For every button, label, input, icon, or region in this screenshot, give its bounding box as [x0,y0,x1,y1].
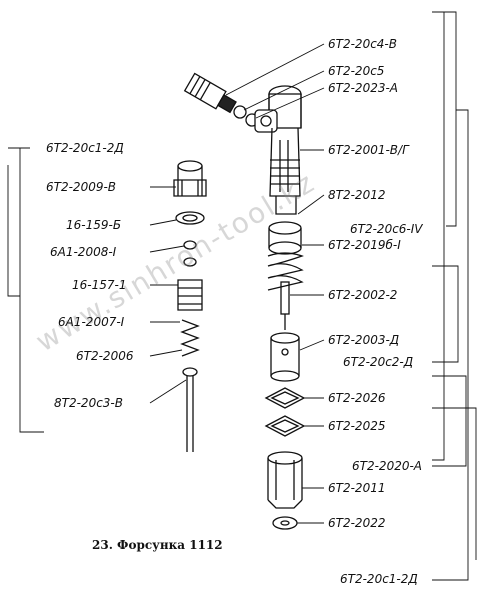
washer-part [182,214,198,222]
part-label: 6Т2-2019б-I [328,238,401,252]
filter-part [177,279,203,311]
figure-caption: 23. Форсунка 1112 [92,538,223,552]
part-label: 6Т2-2002-2 [328,288,398,302]
needle-part [280,281,290,330]
part-label: 6А1-2008-I [50,245,117,259]
part-label: 6Т2-20с5 [328,64,385,78]
nozzle-nut-part [267,451,303,509]
part-label: 6Т2-2003-Д [328,333,400,347]
part-label: 8Т2-20с3-В [54,396,123,410]
ring-part [183,240,197,250]
injector-body-part [254,85,302,215]
union-screw-part [183,72,237,114]
part-label: 6Т2-2022 [328,516,386,530]
part-label: 16-157-1 [72,278,127,292]
part-label: 6Т2-2006 [76,349,134,363]
part-label: 6Т2-2026 [328,391,386,405]
part-label: 6Т2-2025 [328,419,386,433]
small-spring-part [180,319,200,357]
part-label: 6Т2-2009-В [46,180,117,194]
ring-part [183,257,197,267]
part-label: 6Т2-2001-В/Г [328,143,409,157]
part-label: 8Т2-2012 [328,188,386,202]
part-label: 6А1-2007-I [58,315,125,329]
part-label: 6Т2-2011 [328,481,386,495]
part-label: 6Т2-20с4-В [328,37,397,51]
part-label: 6Т2-2020-А [352,459,423,473]
washer-part [175,211,205,225]
part-label: 16-159-Б [66,218,122,232]
part-label: 6Т2-2023-А [328,81,399,95]
part-label: 6Т2-20с6-IV [350,222,423,236]
spring-cap-part [268,221,302,255]
part-label: 6Т2-20с1-2Д [340,572,418,586]
fitting-part [173,160,207,197]
gasket-part [264,387,306,409]
washer-part [233,105,247,119]
nozzle-part [270,332,300,382]
part-label: 6Т2-20с1-2Д [46,141,124,155]
part-label: 6Т2-20с2-Д [343,355,414,369]
gasket-part [264,415,306,437]
sealing-washer-part [272,516,298,530]
rod-part [182,367,198,452]
spring-part [267,252,304,291]
